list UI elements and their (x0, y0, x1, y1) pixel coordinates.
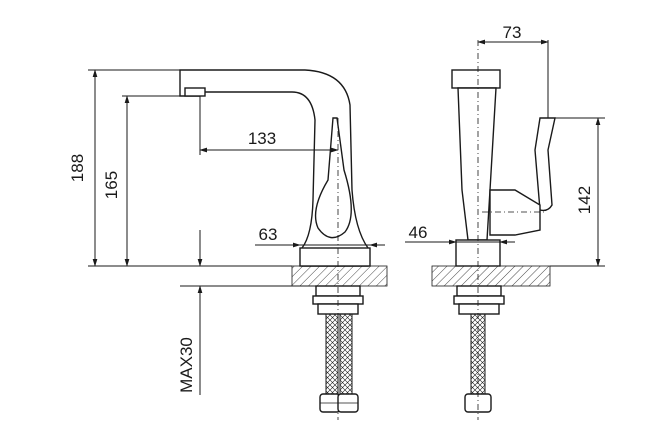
side-nut-1 (456, 285, 502, 297)
dim-46-label: 46 (409, 223, 428, 242)
front-handle (314, 117, 352, 239)
side-top-cap (451, 69, 501, 89)
dim-133-label: 133 (248, 129, 276, 148)
side-dimensions: 73 142 46 (405, 23, 605, 267)
dim-73-label: 73 (503, 23, 522, 42)
side-view (431, 40, 556, 420)
side-nut-3 (458, 303, 500, 315)
dim-188-label: 188 (68, 154, 87, 182)
side-handle-stem (489, 189, 541, 236)
front-view (88, 69, 388, 420)
front-hose-right (339, 313, 353, 395)
front-aerator (184, 87, 206, 97)
front-hose-left (325, 313, 339, 395)
dim-63-label: 63 (259, 225, 278, 244)
dim-165-label: 165 (102, 171, 121, 199)
front-countertop (291, 265, 388, 287)
side-handle (534, 117, 556, 212)
front-dimensions: 188 165 133 63 MAX30 (68, 69, 385, 395)
side-countertop (431, 265, 551, 287)
dim-142-label: 142 (575, 186, 594, 214)
front-base-ring (299, 247, 371, 267)
side-nut-2 (453, 295, 505, 305)
dim-max30-label: MAX30 (177, 337, 196, 393)
